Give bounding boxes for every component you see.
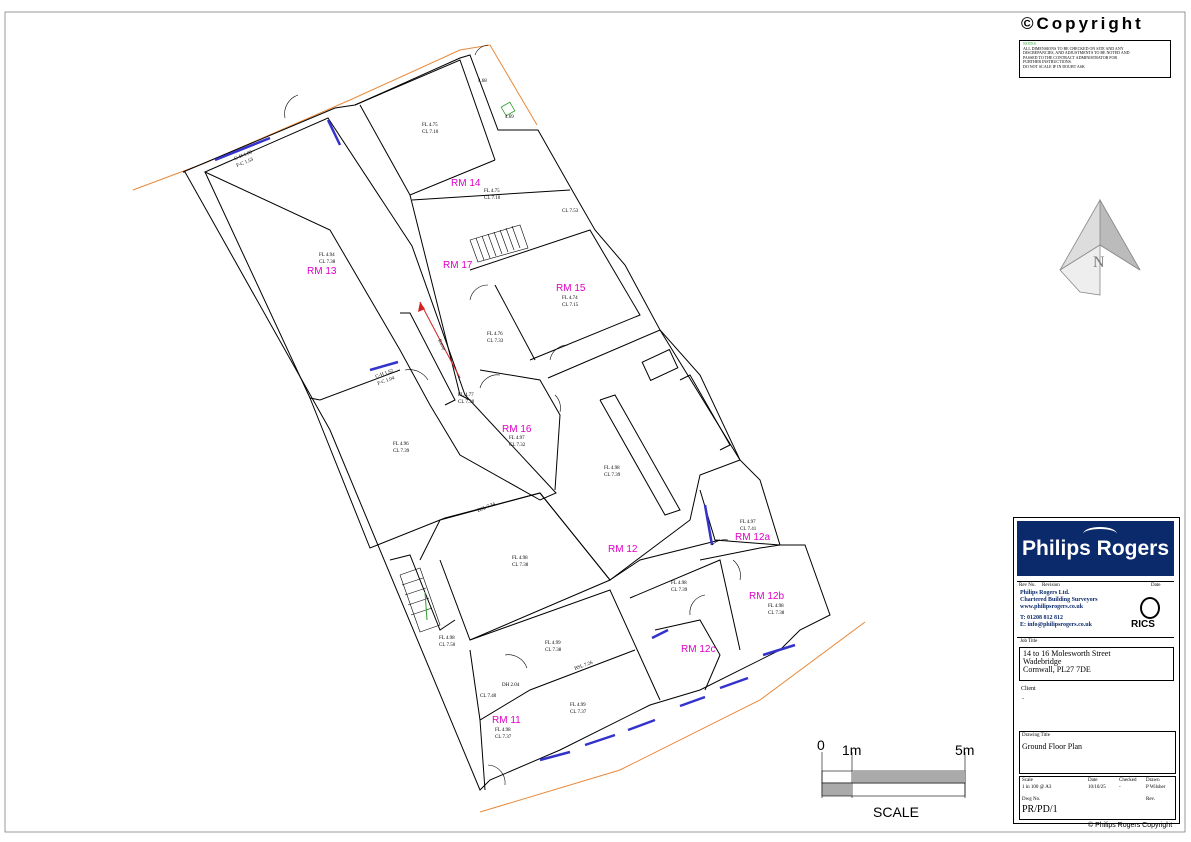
- svg-text:CL 7.39: CL 7.39: [393, 449, 410, 454]
- room-name: RM 12b: [749, 591, 784, 602]
- svg-text:CL 7.38: CL 7.38: [545, 648, 562, 653]
- svg-text:N: N: [1093, 254, 1105, 271]
- svg-text:CL 7.38: CL 7.38: [768, 611, 785, 616]
- svg-text:CL 7.39: CL 7.39: [671, 588, 688, 593]
- svg-text:CL 7.37: CL 7.37: [495, 735, 512, 740]
- room-names: RM 13 RM 14 RM 17 RM 15 RM 16 RM 12 RM 1…: [307, 178, 784, 726]
- svg-text:CL 7.33: CL 7.33: [487, 339, 504, 344]
- notes-line: DISCREPANCIES, AND ADJUSTMENTS TO BE NOT…: [1023, 50, 1130, 56]
- firm-details: Philips Rogers Ltd. Chartered Building S…: [1020, 590, 1098, 628]
- footer-copyright: © Philips Rogers Copyright: [1088, 822, 1173, 829]
- svg-text:CL 7.15: CL 7.15: [562, 303, 579, 308]
- notes-title: NOTES: [1023, 41, 1036, 46]
- inspection-chamber: [500, 101, 516, 117]
- svg-text:FL 4.97: FL 4.97: [740, 520, 756, 525]
- svg-text:BSL 7.26: BSL 7.26: [574, 661, 594, 672]
- level-label: 4.68: [478, 79, 487, 84]
- svg-text:F-C 1.53: F-C 1.53: [236, 157, 255, 168]
- stairs: [399, 224, 529, 633]
- room-name: RM 14: [451, 178, 481, 189]
- svg-text:FL 4.99: FL 4.99: [570, 703, 586, 708]
- title-block: [1013, 517, 1180, 824]
- svg-text:BSL 7.34: BSL 7.34: [477, 502, 497, 514]
- rev-row: Rev No. Revision Date: [1017, 581, 1174, 588]
- scale-label: SCALE: [873, 804, 919, 820]
- svg-text:CL 7.38: CL 7.38: [458, 400, 475, 405]
- svg-text:FL 4.98: FL 4.98: [671, 581, 687, 586]
- doors: [284, 44, 741, 786]
- svg-text:C-H 1.00: C-H 1.00: [234, 150, 254, 162]
- svg-text:CL 7.32: CL 7.32: [509, 443, 526, 448]
- svg-text:CL 7.50: CL 7.50: [439, 643, 456, 648]
- stair-arrow: [424, 591, 428, 621]
- building-walls: [182, 54, 831, 791]
- svg-text:FL 4.75: FL 4.75: [422, 123, 438, 128]
- svg-text:F-C 1.04: F-C 1.04: [377, 376, 396, 387]
- room-name: RM 15: [556, 283, 586, 294]
- job-title-box: 14 to 16 Molesworth Street Wadebridge Co…: [1019, 647, 1174, 681]
- client-label: Client: [1021, 686, 1036, 692]
- svg-text:CL 7.38: CL 7.38: [319, 260, 336, 265]
- notes-line: FURTHER INSTRUCTIONS.: [1023, 59, 1072, 65]
- rics-logo: RICS: [1128, 597, 1168, 633]
- svg-text:CL 7.38: CL 7.38: [512, 563, 529, 568]
- firm-logo: Philips Rogers: [1017, 521, 1174, 576]
- svg-text:FL 4.76: FL 4.76: [487, 332, 503, 337]
- scale-zero: 0: [817, 737, 825, 753]
- ramp-arrowhead: [418, 302, 425, 312]
- svg-text:FL 4.96: FL 4.96: [393, 442, 409, 447]
- svg-text:CL 7.53: CL 7.53: [562, 209, 579, 214]
- copyright-heading: ©Copyright: [1021, 14, 1144, 33]
- svg-text:FL 4.99: FL 4.99: [545, 641, 561, 646]
- scale-five: 5m: [955, 742, 974, 758]
- svg-text:DH 2.04: DH 2.04: [502, 683, 520, 688]
- room-name: RM 17: [443, 260, 473, 271]
- sheet-border: [4, 11, 1186, 833]
- client-value: -: [1022, 696, 1024, 702]
- svg-text:FL 4.98: FL 4.98: [439, 636, 455, 641]
- svg-text:CL 7.40: CL 7.40: [480, 694, 497, 699]
- svg-text:CL 7.39: CL 7.39: [604, 473, 621, 478]
- svg-text:CL 7.41: CL 7.41: [740, 527, 757, 532]
- room-name: RM 12a: [735, 532, 770, 543]
- svg-text:CL 7.37: CL 7.37: [570, 710, 587, 715]
- room-name: RM 13: [307, 266, 337, 277]
- windows: [214, 119, 796, 762]
- svg-text:FL 4.74: FL 4.74: [562, 296, 578, 301]
- svg-text:FL 4.94: FL 4.94: [319, 253, 335, 258]
- north-arrow-icon: N: [1059, 198, 1141, 296]
- svg-text:CL 7.10: CL 7.10: [484, 196, 501, 201]
- svg-text:C-H 1.52: C-H 1.52: [375, 369, 395, 380]
- drawing-info-grid: Scale 1 in 100 @ A3 Date 10/10/25 Checke…: [1019, 776, 1176, 820]
- svg-text:FL 4.75: FL 4.75: [484, 189, 500, 194]
- notes-line: ALL DIMENSIONS TO BE CHECKED ON SITE AND…: [1023, 45, 1124, 51]
- drawing-title-box: Drawing Title Ground Floor Plan: [1019, 731, 1176, 774]
- roof-arc-icon: [1083, 527, 1117, 541]
- room-name: RM 11: [492, 715, 521, 726]
- ramp-arrow: [419, 301, 461, 379]
- room-name: RM 12c: [681, 644, 715, 655]
- level-labels: FL 4.94 CL 7.38 FL 4.75 CL 7.10 FL 4.76 CL …: [234, 123, 785, 740]
- lion-icon: [1140, 597, 1160, 619]
- svg-text:FL 4.97: FL 4.97: [509, 436, 525, 441]
- svg-text:FL 4.98: FL 4.98: [604, 466, 620, 471]
- ramp-label: Ramp: [436, 339, 446, 352]
- site-boundary: [132, 44, 866, 813]
- level-label: 4.69: [505, 115, 514, 120]
- notes-line: DO NOT SCALE IF IN DOUBT ASK: [1023, 63, 1085, 69]
- svg-text:FL 4.98: FL 4.98: [512, 556, 528, 561]
- svg-text:FL 4.98: FL 4.98: [768, 604, 784, 609]
- scale-one: 1m: [842, 742, 861, 758]
- notes-box: NOTES ALL DIMENSIONS TO BE CHECKED ON SI…: [1019, 40, 1171, 78]
- room-name: RM 12: [608, 544, 638, 555]
- svg-text:FL 4.77: FL 4.77: [458, 393, 474, 398]
- job-title-row: Job Title: [1017, 637, 1174, 644]
- svg-text:FL 4.98: FL 4.98: [495, 728, 511, 733]
- notes-line: PASSED TO THE CONTRACT ADMINISTRATOR FOR: [1023, 54, 1118, 60]
- room-name: RM 16: [502, 424, 532, 435]
- svg-text:CL 7.10: CL 7.10: [422, 130, 439, 135]
- scale-bar: [821, 752, 966, 798]
